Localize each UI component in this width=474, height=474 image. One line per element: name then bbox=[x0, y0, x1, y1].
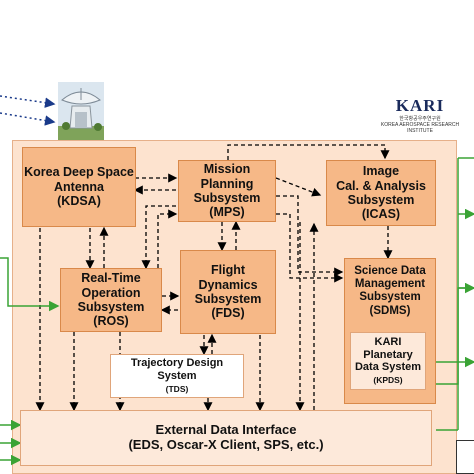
icas-line1: Image bbox=[362, 164, 400, 179]
antenna-image bbox=[58, 82, 104, 144]
icas-box: Image Cal. & Analysis Subsystem (ICAS) bbox=[326, 160, 436, 226]
kpds-line1: KARI bbox=[374, 336, 402, 349]
kdsa-line2: Antenna bbox=[54, 179, 104, 194]
mps-line1: Mission Planning bbox=[200, 162, 254, 191]
downlink-arrows bbox=[0, 95, 56, 126]
kpds-line3: Data System bbox=[354, 361, 422, 374]
offscreen-box-edge bbox=[456, 440, 474, 474]
kpds-line4: (KPDS) bbox=[373, 375, 403, 386]
ros-line4: (ROS) bbox=[93, 314, 129, 329]
kari-logo-mark: KARI bbox=[395, 96, 445, 115]
kdsa-box: Korea Deep Space Antenna (KDSA) bbox=[22, 147, 136, 227]
sdms-line4: (SDMS) bbox=[369, 304, 411, 317]
kdsa-line3: (KDSA) bbox=[57, 194, 101, 209]
icas-line4: (ICAS) bbox=[361, 207, 401, 222]
fds-line1: Flight bbox=[210, 263, 245, 278]
tds-line2: System bbox=[157, 370, 197, 383]
kari-logo-subtitle-en: KOREA AEROSPACE RESEARCH INSTITUTE bbox=[380, 122, 460, 134]
ros-line2: Operation bbox=[81, 285, 141, 300]
edi-line2: (EDS, Oscar-X Client, SPS, etc.) bbox=[128, 437, 324, 452]
tds-box: Trajectory Design System (TDS) bbox=[110, 354, 244, 398]
tds-line1: Trajectory Design bbox=[130, 357, 224, 370]
dashed-arrows bbox=[35, 144, 393, 412]
ros-line1: Real-Time bbox=[81, 271, 141, 286]
ros-line3: Subsystem bbox=[77, 300, 145, 314]
sdms-line1: Science Data bbox=[354, 265, 426, 277]
kari-logo: KARI 한국항공우주연구원 KOREA AEROSPACE RESEARCH … bbox=[378, 96, 462, 136]
mps-box: Mission Planning Subsystem (MPS) bbox=[178, 160, 276, 222]
kari-logo-subtitle-ko: 한국항공우주연구원 bbox=[399, 116, 441, 122]
edi-line1: External Data Interface bbox=[155, 422, 297, 438]
edi-box: External Data Interface (EDS, Oscar-X Cl… bbox=[20, 410, 432, 466]
fds-line3: Subsystem bbox=[194, 292, 262, 306]
fds-box: Flight Dynamics Subsystem (FDS) bbox=[180, 250, 276, 334]
kpds-line2: Planetary bbox=[363, 348, 413, 361]
icas-line3: Subsystem bbox=[347, 193, 415, 207]
sdms-line2: Management bbox=[354, 278, 426, 291]
sdms-line3: Subsystem bbox=[359, 291, 421, 304]
fds-line2: Dynamics bbox=[198, 277, 258, 292]
kdsa-line1: Korea Deep Space bbox=[24, 165, 134, 180]
icas-line2: Cal. & Analysis bbox=[336, 178, 426, 193]
mps-line3: (MPS) bbox=[209, 205, 245, 220]
external-green-arrows bbox=[0, 157, 474, 466]
mps-line2: Subsystem bbox=[193, 191, 261, 205]
ros-box: Real-Time Operation Subsystem (ROS) bbox=[60, 268, 162, 332]
fds-line4: (FDS) bbox=[211, 306, 245, 321]
tds-line3: (TDS) bbox=[165, 383, 189, 394]
kpds-box: KARI Planetary Data System (KPDS) bbox=[350, 332, 426, 390]
